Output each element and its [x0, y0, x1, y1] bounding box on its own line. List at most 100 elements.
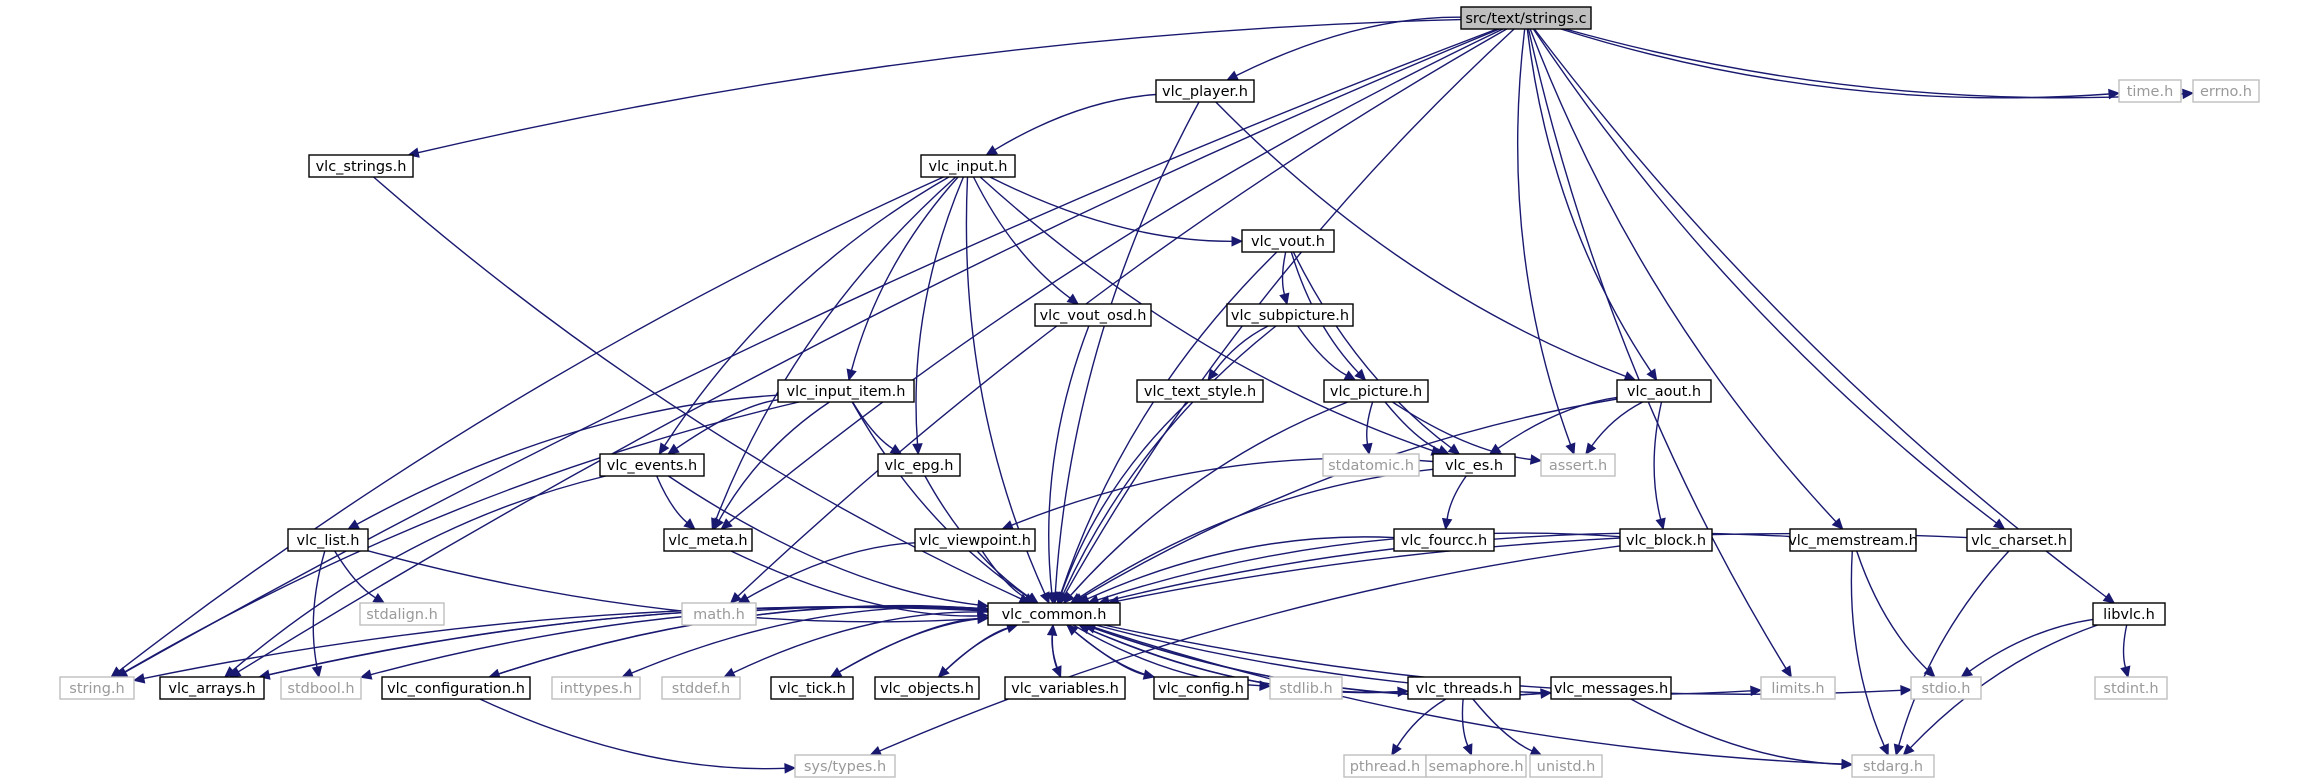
edge-vlc_picture-to-vlc_es: [1384, 401, 1450, 455]
node-label: libvlc.h: [2103, 607, 2155, 623]
node-label: vlc_list.h: [297, 533, 360, 549]
node-vlc-fourcc[interactable]: vlc_fourcc.h: [1393, 528, 1495, 552]
node-label: stdalign.h: [366, 607, 438, 623]
edge-vlc_input_item-to-vlc_meta: [713, 401, 830, 531]
node-limits: limits.h: [1760, 676, 1836, 700]
node-vlc-viewpoint[interactable]: vlc_viewpoint.h: [914, 528, 1036, 552]
node-vlc-list[interactable]: vlc_list.h: [287, 528, 369, 552]
node-label: math.h: [693, 607, 745, 623]
edge-vlc_subpicture-to-vlc_picture: [1297, 325, 1357, 381]
edge-libvlc-to-stdio: [1960, 618, 2094, 678]
node-vlc-strings[interactable]: vlc_strings.h: [308, 154, 414, 178]
edge-strings_c-to-vlc_arrays: [228, 28, 1500, 678]
node-semaphore: semaphore.h: [1425, 754, 1527, 778]
node-vlc-threads[interactable]: vlc_threads.h: [1407, 676, 1521, 700]
node-vlc-tick[interactable]: vlc_tick.h: [770, 676, 854, 700]
node-vlc-meta[interactable]: vlc_meta.h: [663, 528, 753, 552]
node-label: vlc_threads.h: [1416, 681, 1513, 697]
node-vlc-epg[interactable]: vlc_epg.h: [877, 453, 961, 477]
node-stdatomic: stdatomic.h: [1322, 453, 1420, 477]
node-label: vlc_objects.h: [880, 681, 974, 697]
node-vlc-subpicture[interactable]: vlc_subpicture.h: [1226, 303, 1354, 327]
edge-vlc_vout_osd-to-vlc_common: [1046, 325, 1090, 605]
node-label: time.h: [2127, 84, 2174, 100]
node-label: string.h: [69, 681, 124, 697]
edge-vlc_player-to-vlc_input: [985, 93, 1157, 156]
edge-vlc_memstream-to-stdio: [1856, 550, 1936, 678]
node-label: vlc_memstream.h: [1788, 533, 1918, 549]
node-label: vlc_config.h: [1158, 681, 1244, 697]
node-label: vlc_fourcc.h: [1401, 533, 1487, 549]
node-vlc-memstream[interactable]: vlc_memstream.h: [1788, 528, 1918, 552]
node-sys-types: sys/types.h: [794, 754, 896, 778]
node-stdarg: stdarg.h: [1851, 754, 1935, 778]
node-vlc-config[interactable]: vlc_config.h: [1153, 676, 1249, 700]
node-label: assert.h: [1549, 458, 1607, 474]
node-label: vlc_arrays.h: [168, 681, 255, 697]
node-vlc-common[interactable]: vlc_common.h: [987, 602, 1121, 626]
edge-strings_c-to-vlc_strings: [407, 18, 1462, 158]
edge-vlc_input_item-to-vlc_list: [347, 394, 779, 530]
node-label: stdbool.h: [287, 681, 354, 697]
node-vlc-es[interactable]: vlc_es.h: [1432, 453, 1516, 477]
edge-vlc_tick-to-vlc_common: [830, 613, 990, 678]
node-stdbool: stdbool.h: [280, 676, 362, 700]
node-label: stdio.h: [1922, 681, 1971, 697]
node-unistd: unistd.h: [1529, 754, 1603, 778]
node-label: vlc_block.h: [1626, 533, 1706, 549]
node-inttypes: inttypes.h: [551, 676, 641, 700]
edge-strings_c-to-libvlc: [1533, 28, 2116, 604]
node-vlc-variables[interactable]: vlc_variables.h: [1004, 676, 1126, 700]
node-vlc-aout[interactable]: vlc_aout.h: [1616, 379, 1712, 403]
node-label: stdatomic.h: [1328, 458, 1414, 474]
node-label: vlc_tick.h: [778, 681, 846, 697]
edge-vlc_picture-to-vlc_common: [1062, 401, 1348, 604]
node-label: limits.h: [1771, 681, 1824, 697]
node-vlc-block[interactable]: vlc_block.h: [1619, 528, 1713, 552]
node-vlc-messages[interactable]: vlc_messages.h: [1550, 676, 1672, 700]
node-vlc-input-item[interactable]: vlc_input_item.h: [777, 379, 915, 403]
edge-strings_c-to-vlc_charset: [1532, 28, 2006, 530]
node-stdalign: stdalign.h: [359, 602, 445, 626]
edge-vlc_objects-to-vlc_common: [938, 623, 1019, 678]
node-stddef: stddef.h: [661, 676, 741, 700]
node-strings-c[interactable]: src/text/strings.c: [1460, 6, 1592, 30]
node-vlc-charset[interactable]: vlc_charset.h: [1966, 528, 2072, 552]
node-label: vlc_vout.h: [1251, 234, 1325, 250]
node-vlc-picture[interactable]: vlc_picture.h: [1323, 379, 1429, 403]
node-vlc-events[interactable]: vlc_events.h: [599, 453, 705, 477]
edge-strings_c-to-vlc_meta: [720, 28, 1504, 530]
edge-vlc_threads-to-unistd: [1472, 698, 1543, 756]
edge-vlc_aout-to-vlc_block: [1653, 401, 1666, 531]
node-math: math.h: [681, 602, 757, 626]
edge-vlc_memstream-to-stdarg: [1850, 550, 1889, 757]
edge-vlc_picture-to-stdatomic: [1362, 401, 1374, 456]
edge-vlc_common-to-string: [132, 606, 989, 684]
node-label: unistd.h: [1537, 759, 1596, 775]
edge-vlc_input-to-vlc_epg: [912, 176, 965, 456]
node-vlc-arrays[interactable]: vlc_arrays.h: [159, 676, 265, 700]
node-stdint: stdint.h: [2094, 676, 2168, 700]
node-stdlib: stdlib.h: [1269, 676, 1343, 700]
edge-vlc_es-to-vlc_fourcc: [1441, 475, 1467, 531]
node-label: vlc_aout.h: [1627, 384, 1701, 400]
node-label: pthread.h: [1350, 759, 1421, 775]
node-vlc-configuration[interactable]: vlc_configuration.h: [381, 676, 531, 700]
edge-strings_c-to-errno: [1565, 28, 2195, 100]
edge-strings_c-to-string: [115, 28, 1498, 678]
edge-vlc_variables-to-vlc_common: [1046, 623, 1062, 678]
node-label: stdarg.h: [1863, 759, 1923, 775]
node-label: vlc_events.h: [607, 458, 697, 474]
node-vlc-vout-osd[interactable]: vlc_vout_osd.h: [1034, 303, 1152, 327]
edge-vlc_configuration-to-sys_types: [479, 698, 797, 774]
node-libvlc[interactable]: libvlc.h: [2092, 602, 2166, 626]
edge-vlc_events-to-vlc_meta: [656, 475, 696, 530]
node-vlc-input[interactable]: vlc_input.h: [920, 154, 1016, 178]
node-pthread: pthread.h: [1343, 754, 1427, 778]
node-label: src/text/strings.c: [1465, 11, 1586, 27]
edge-vlc_viewpoint-to-math: [737, 542, 916, 604]
node-vlc-text-style[interactable]: vlc_text_style.h: [1136, 379, 1264, 403]
node-vlc-player[interactable]: vlc_player.h: [1155, 79, 1255, 103]
node-vlc-objects[interactable]: vlc_objects.h: [874, 676, 980, 700]
node-vlc-vout[interactable]: vlc_vout.h: [1241, 229, 1335, 253]
